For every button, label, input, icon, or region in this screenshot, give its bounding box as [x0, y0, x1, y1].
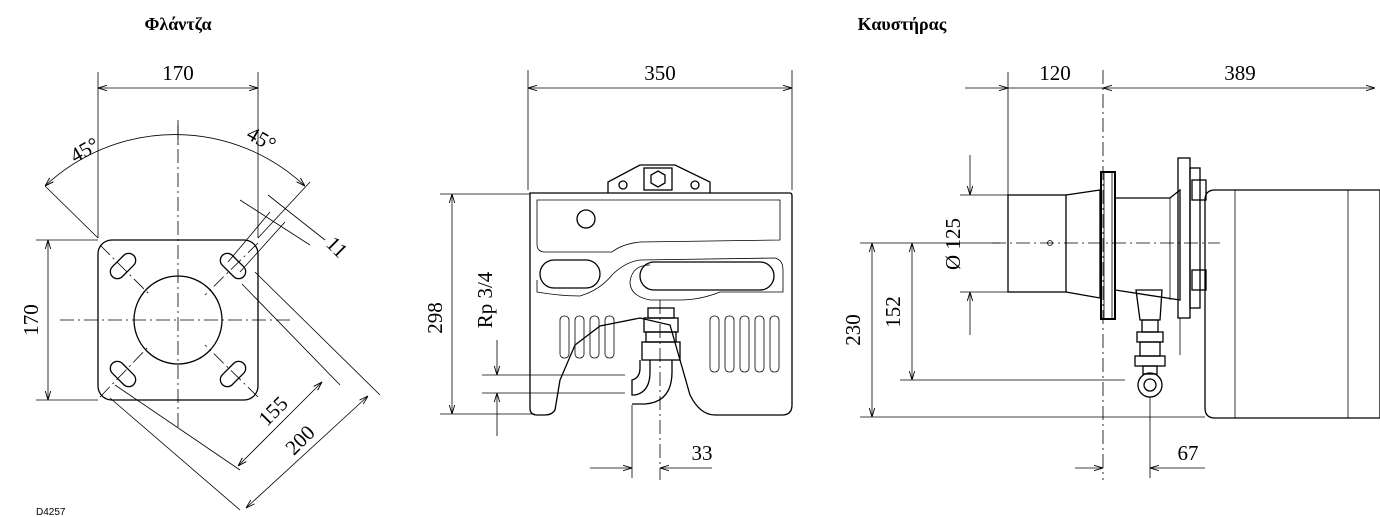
blast-tube	[1007, 194, 1067, 293]
vent-slots-left	[559, 315, 615, 359]
flange-slot-holes	[109, 252, 247, 388]
flange-view: 170 45° 45° 170 11	[19, 61, 381, 517]
front-width-label: 350	[644, 61, 676, 85]
flange-title: Φλάντζα	[144, 14, 211, 34]
height-152-label: 152	[881, 296, 905, 328]
thread-label: Rp 3/4	[473, 271, 497, 328]
hole-size-label: 11	[321, 231, 352, 262]
diag-inner-label: 155	[253, 391, 292, 430]
diag-outer-label: 200	[280, 420, 319, 459]
front-height-label: 298	[423, 302, 447, 334]
vent-slots-right	[709, 315, 780, 373]
oil-fitting-side	[1134, 289, 1166, 398]
side-left-label: 120	[1039, 61, 1071, 85]
drawing-code: D4257	[36, 507, 66, 517]
flange-height-label: 170	[19, 304, 43, 336]
burner-housing-front	[529, 192, 793, 416]
front-view: 350 298 Rp 3/4	[423, 61, 793, 480]
height-230-label: 230	[841, 314, 865, 346]
side-right-label: 389	[1224, 61, 1256, 85]
diameter-label: Ø 125	[941, 218, 965, 270]
front-offset-label: 33	[692, 441, 713, 465]
side-offset-label: 67	[1178, 441, 1199, 465]
side-view: 120 389 Ø 125 230 152	[841, 61, 1380, 480]
angle-right-label: 45°	[243, 121, 280, 156]
oil-fitting-front	[631, 307, 681, 405]
burner-housing-side	[1204, 189, 1380, 419]
flange-width-label: 170	[162, 61, 194, 85]
burner-title: Καυστήρας	[858, 14, 947, 34]
